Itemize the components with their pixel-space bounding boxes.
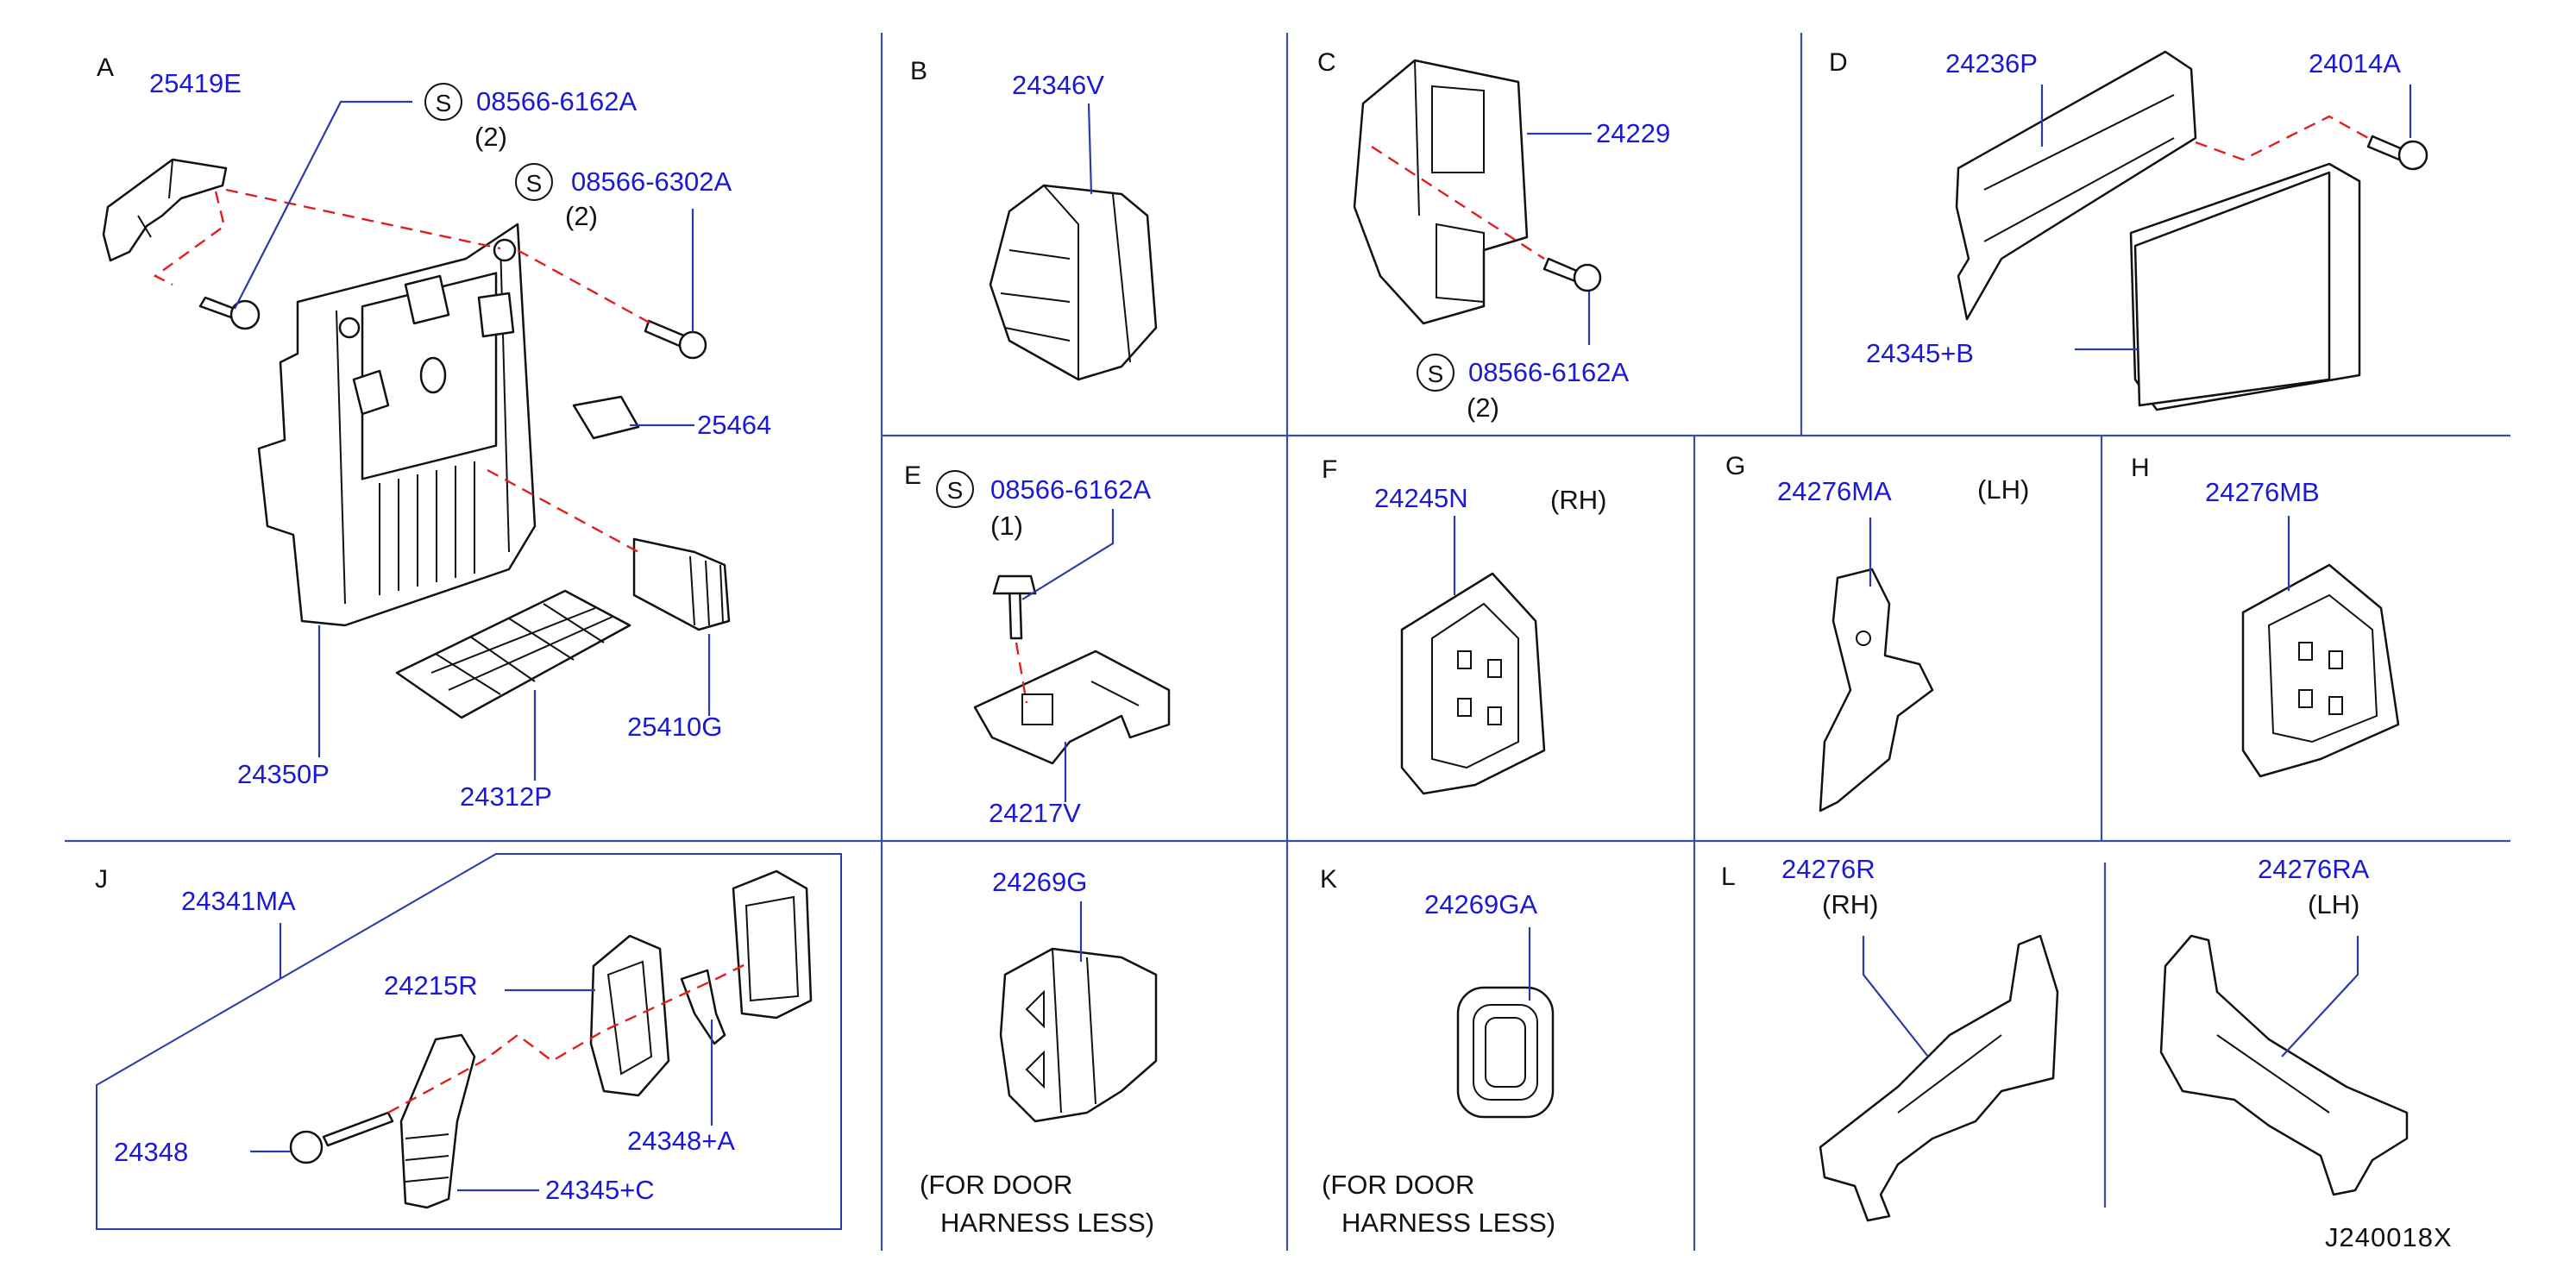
part-number-24350p[interactable]: 24350P bbox=[237, 759, 330, 789]
screw-symbol-a2: S bbox=[515, 163, 553, 201]
part-number-08566-6162a-e[interactable]: 08566-6162A bbox=[990, 474, 1152, 505]
part-number-24236p[interactable]: 24236P bbox=[1945, 48, 2038, 78]
grommet-24269g-drawing bbox=[999, 901, 1158, 1123]
section-l-drawing bbox=[1819, 934, 2409, 1222]
side-lh-g: (LH) bbox=[1977, 474, 2030, 505]
quantity-c: (2) bbox=[1467, 392, 1499, 423]
part-number-08566-6302a[interactable]: 08566-6302A bbox=[571, 166, 732, 197]
section-label-h: H bbox=[2131, 454, 2150, 482]
part-number-24345b[interactable]: 24345+B bbox=[1866, 338, 1974, 368]
section-k-drawing bbox=[1456, 927, 1555, 1119]
quantity-a2: (2) bbox=[565, 201, 598, 231]
module-24345b-shape bbox=[2133, 171, 2331, 407]
bracket-24217v-shape bbox=[973, 649, 1171, 765]
part-number-24348a[interactable]: 24348+A bbox=[627, 1126, 735, 1156]
part-number-24345c[interactable]: 24345+C bbox=[545, 1175, 655, 1205]
connector-24245n-shape bbox=[1400, 572, 1546, 795]
part-number-24276ma[interactable]: 24276MA bbox=[1777, 476, 1892, 506]
part-number-24269g[interactable]: 24269G bbox=[992, 867, 1088, 897]
part-number-24215r[interactable]: 24215R bbox=[384, 970, 478, 1001]
quantity-e: (1) bbox=[990, 511, 1023, 541]
connector-25410g-shape bbox=[632, 537, 731, 631]
side-lh-l: (LH) bbox=[2308, 889, 2360, 919]
section-c-drawing bbox=[1353, 59, 1602, 345]
bracket-24276r-shape bbox=[1819, 934, 2059, 1222]
section-label-g: G bbox=[1725, 452, 1746, 480]
part-number-08566-6162a-c[interactable]: 08566-6162A bbox=[1468, 357, 1630, 387]
cover-24312p-shape bbox=[395, 589, 631, 719]
screw-symbol-a1: S bbox=[424, 83, 462, 121]
screw-symbol-c: S bbox=[1417, 354, 1454, 392]
section-label-j: J bbox=[95, 865, 108, 894]
screw-a-left-shape bbox=[198, 296, 236, 319]
section-a-drawing bbox=[102, 100, 731, 781]
section-b-drawing bbox=[989, 103, 1158, 381]
section-label-a: A bbox=[97, 53, 115, 82]
bracket-24276ma-shape bbox=[1819, 568, 1934, 813]
part-number-25464[interactable]: 25464 bbox=[697, 410, 772, 440]
side-rh-l: (RH) bbox=[1822, 889, 1879, 919]
section-d-drawing bbox=[1955, 50, 2428, 411]
part-number-24217v[interactable]: 24217V bbox=[989, 798, 1081, 828]
part-number-25410g[interactable]: 25410G bbox=[627, 712, 723, 742]
section-label-k: K bbox=[1320, 865, 1338, 894]
section-h-drawing bbox=[2241, 516, 2400, 778]
part-number-08566-6162a-a[interactable]: 08566-6162A bbox=[476, 86, 638, 116]
part-number-24269ga[interactable]: 24269GA bbox=[1424, 889, 1537, 919]
section-f-drawing bbox=[1400, 516, 1546, 795]
bracket-25419e-shape bbox=[102, 158, 228, 262]
grommet-24269ga-shape bbox=[1456, 986, 1555, 1119]
bolt-24348-shape bbox=[322, 1111, 394, 1147]
part-number-24014a[interactable]: 24014A bbox=[2309, 48, 2401, 78]
note-for-door-1: (FOR DOOR bbox=[920, 1170, 1073, 1200]
quantity-a1: (2) bbox=[474, 122, 507, 152]
section-label-f: F bbox=[1322, 455, 1338, 484]
connector-end-shape bbox=[732, 869, 813, 1020]
part-number-24348[interactable]: 24348 bbox=[114, 1137, 189, 1167]
side-rh-f: (RH) bbox=[1550, 485, 1607, 515]
note-harness-less-2: HARNESS LESS) bbox=[1341, 1208, 1556, 1238]
fuse-25464-shape bbox=[572, 395, 640, 440]
section-e-drawing bbox=[973, 509, 1171, 802]
clip-24345c-shape bbox=[399, 1033, 476, 1209]
part-number-24341ma[interactable]: 24341MA bbox=[181, 886, 296, 916]
part-number-25419e[interactable]: 25419E bbox=[149, 68, 242, 98]
bracket-24276ra-shape bbox=[2159, 934, 2409, 1196]
screw-d-shape bbox=[2366, 135, 2404, 161]
part-number-24276ra[interactable]: 24276RA bbox=[2258, 854, 2370, 884]
connector-24346v-shape bbox=[989, 184, 1158, 381]
bracket-24236p-shape bbox=[1955, 50, 2197, 321]
part-number-24229[interactable]: 24229 bbox=[1596, 118, 1671, 148]
part-number-24245n[interactable]: 24245N bbox=[1374, 483, 1468, 513]
plate-24348a-shape bbox=[680, 969, 726, 1045]
section-j-drawing bbox=[96, 853, 842, 1230]
section-label-l: L bbox=[1721, 863, 1736, 891]
section-dividers bbox=[65, 33, 2510, 1251]
part-number-24346v[interactable]: 24346V bbox=[1012, 70, 1104, 100]
note-for-door-2: (FOR DOOR bbox=[1322, 1170, 1475, 1200]
section-label-e: E bbox=[904, 461, 922, 490]
diagram-id: J240018X bbox=[2325, 1222, 2453, 1252]
section-g-drawing bbox=[1819, 518, 1934, 813]
note-harness-less-1: HARNESS LESS) bbox=[940, 1208, 1155, 1238]
grommet-24269g-shape bbox=[999, 947, 1158, 1123]
part-number-24276mb[interactable]: 24276MB bbox=[2205, 477, 2320, 507]
section-label-b: B bbox=[910, 57, 928, 85]
section-label-d: D bbox=[1829, 48, 1848, 77]
screw-symbol-e: S bbox=[936, 470, 974, 508]
section-label-c: C bbox=[1317, 48, 1336, 77]
part-number-24312p[interactable]: 24312P bbox=[460, 781, 552, 812]
part-number-24276r[interactable]: 24276R bbox=[1781, 854, 1875, 884]
cover-24215r-shape bbox=[589, 934, 670, 1097]
